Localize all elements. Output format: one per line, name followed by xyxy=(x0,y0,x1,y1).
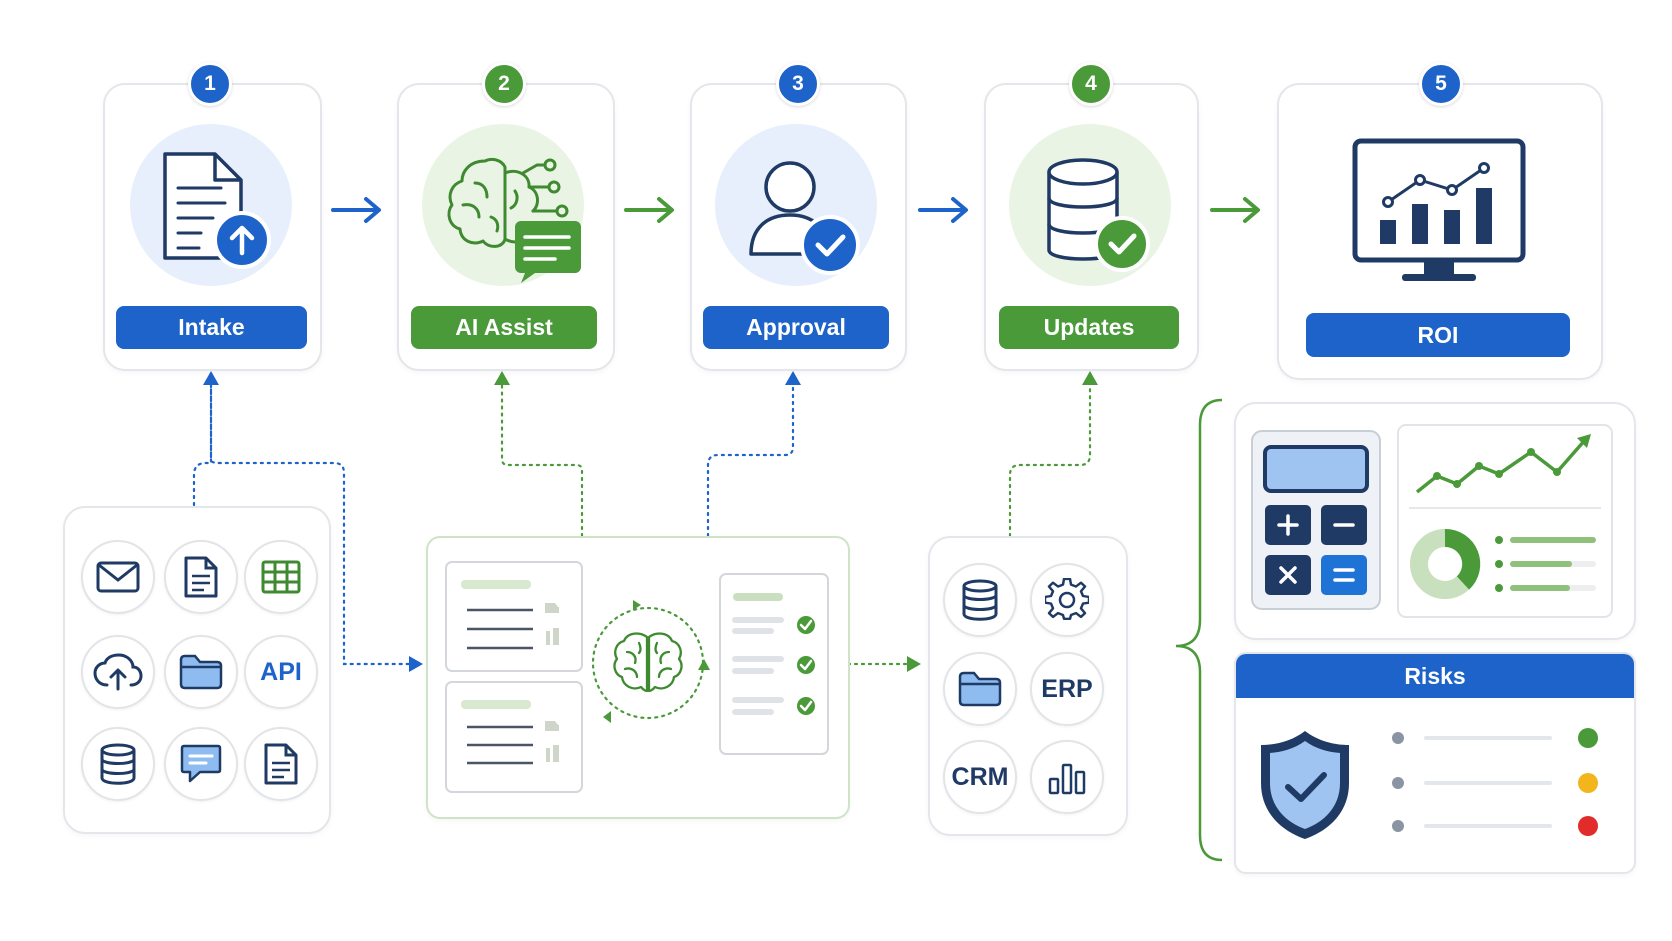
spreadsheet-icon xyxy=(244,540,318,614)
api-label: API xyxy=(260,657,302,686)
api-icon: API xyxy=(244,635,318,709)
step-label-ai-assist: AI Assist xyxy=(411,306,597,349)
cloud-upload-icon xyxy=(81,635,155,709)
step-number-5: 5 xyxy=(1419,62,1463,106)
ai-brain-chat-icon xyxy=(447,157,581,283)
step-number-3: 3 xyxy=(776,62,820,106)
ai-brain-cycle-icon xyxy=(591,600,710,723)
chat-icon xyxy=(164,727,238,801)
roi-brace xyxy=(1175,398,1223,862)
monitor-chart-icon xyxy=(1352,138,1526,281)
connector-sources-intake xyxy=(192,383,414,666)
arrowhead-systems xyxy=(907,656,921,672)
bar-chart-icon xyxy=(1030,740,1104,814)
step-number-1: 1 xyxy=(188,62,232,106)
arrowhead-approval xyxy=(785,371,801,385)
step-label-approval: Approval xyxy=(703,306,889,349)
input-documents xyxy=(445,561,583,793)
systems-folder-icon xyxy=(943,652,1017,726)
step-number-2: 2 xyxy=(482,62,526,106)
risk-status-list xyxy=(1392,728,1598,836)
document-upload-icon xyxy=(163,152,271,269)
risk-status-high xyxy=(1578,816,1598,836)
arrowhead-processing xyxy=(409,656,423,672)
risk-status-medium xyxy=(1578,773,1598,793)
arrowhead-updates xyxy=(1082,371,1098,385)
gear-icon xyxy=(1030,563,1104,637)
shield-check-icon xyxy=(1261,731,1349,839)
calculator-icon xyxy=(1251,430,1381,610)
risks-header: Risks xyxy=(1236,654,1634,698)
systems-database-icon xyxy=(943,563,1017,637)
crm-icon: CRM xyxy=(943,740,1017,814)
arrowhead-aiassist xyxy=(494,371,510,385)
user-approve-icon xyxy=(749,161,860,275)
step-label-roi: ROI xyxy=(1306,313,1570,357)
database-icon xyxy=(81,727,155,801)
arrowhead-intake xyxy=(203,371,219,385)
validated-output-document xyxy=(719,573,829,755)
database-check-icon xyxy=(1047,158,1150,272)
step-label-updates: Updates xyxy=(999,306,1179,349)
mail-icon xyxy=(81,540,155,614)
crm-label: CRM xyxy=(951,762,1009,791)
step-arrow-4-5 xyxy=(1210,197,1260,223)
step-arrow-1-2 xyxy=(331,197,381,223)
document-icon xyxy=(164,540,238,614)
step-number-4: 4 xyxy=(1069,62,1113,106)
risk-status-low xyxy=(1578,728,1598,748)
growth-analytics-panel xyxy=(1397,424,1613,618)
connector-processing-approval xyxy=(706,383,795,538)
step-label-intake: Intake xyxy=(116,306,307,349)
file-icon xyxy=(244,727,318,801)
erp-icon: ERP xyxy=(1030,652,1104,726)
erp-label: ERP xyxy=(1041,674,1093,703)
step-arrow-2-3 xyxy=(624,197,674,223)
folder-icon xyxy=(164,635,238,709)
connector-processing-aiassist xyxy=(500,383,584,538)
step-arrow-3-4 xyxy=(918,197,968,223)
connector-systems-updates xyxy=(1008,383,1092,538)
